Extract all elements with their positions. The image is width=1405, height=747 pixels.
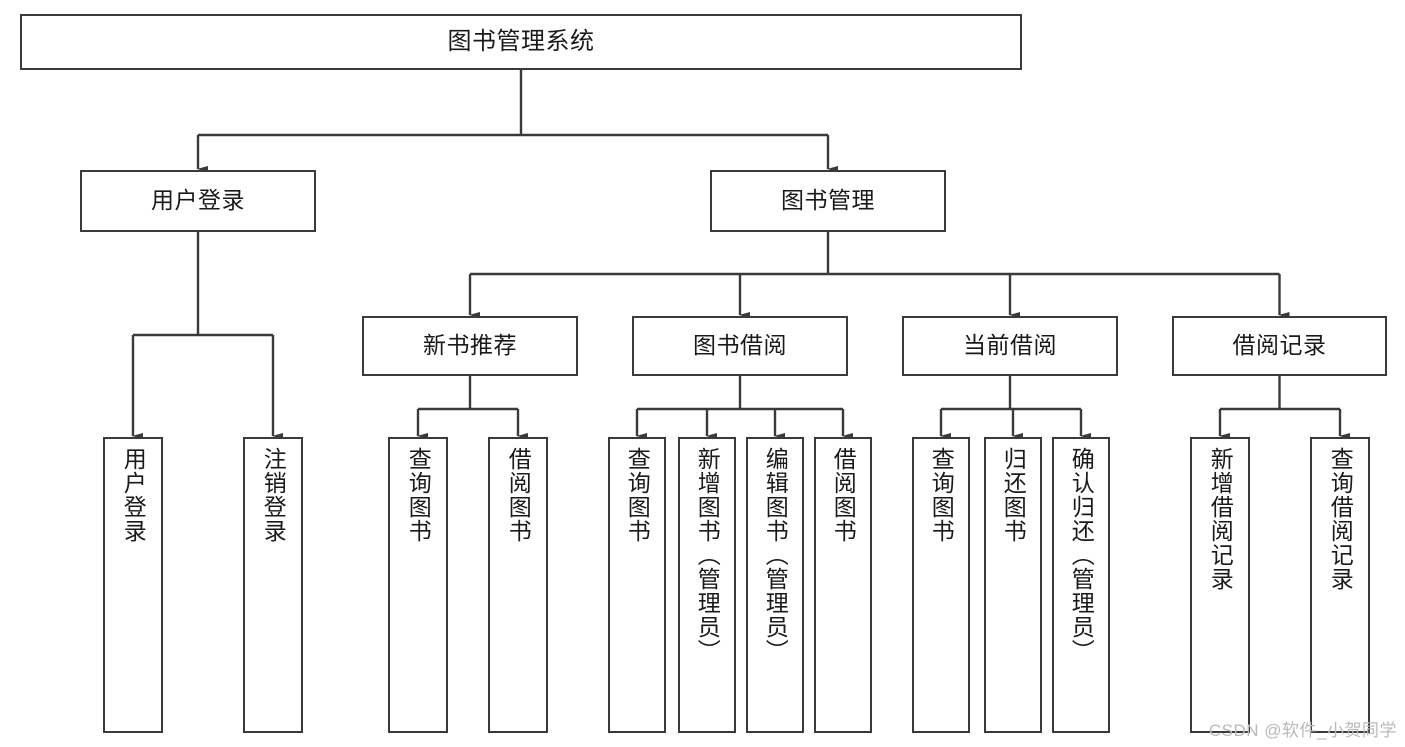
node-label: 当前借阅 [963,332,1057,359]
node-label: 用户登录 [120,447,147,543]
node-leaf-rec-borrow[interactable]: 借阅图书 [488,437,548,733]
node-label: 图书管理 [781,187,875,214]
node-leaf-bb-query[interactable]: 查询图书 [608,437,666,733]
node-label: 编辑图书（管理员） [762,447,789,663]
node-root[interactable]: 图书管理系统 [20,14,1022,70]
node-label: 查询借阅记录 [1327,447,1354,591]
node-label: 图书借阅 [693,332,787,359]
node-borrow-record[interactable]: 借阅记录 [1172,316,1387,376]
node-label: 确认归还（管理员） [1068,447,1095,663]
node-current-borrow[interactable]: 当前借阅 [902,316,1118,376]
node-leaf-rec-query[interactable]: 查询图书 [388,437,448,733]
node-label: 图书管理系统 [447,27,595,55]
node-label: 新书推荐 [423,332,517,359]
node-book-manage[interactable]: 图书管理 [710,170,946,232]
node-label: 新增图书（管理员） [694,447,721,663]
node-user-login[interactable]: 用户登录 [80,170,316,232]
node-new-book-rec[interactable]: 新书推荐 [362,316,578,376]
node-label: 借阅图书 [505,447,532,543]
node-leaf-cb-query[interactable]: 查询图书 [912,437,970,733]
node-leaf-user-login[interactable]: 用户登录 [103,437,163,733]
node-leaf-bb-add[interactable]: 新增图书（管理员） [678,437,736,733]
node-book-borrow[interactable]: 图书借阅 [632,316,848,376]
node-label: 查询图书 [405,447,432,543]
node-leaf-bb-edit[interactable]: 编辑图书（管理员） [746,437,804,733]
node-leaf-br-add[interactable]: 新增借阅记录 [1190,437,1250,733]
node-label: 借阅图书 [830,447,857,543]
node-label: 借阅记录 [1232,332,1327,359]
node-leaf-cb-return[interactable]: 归还图书 [984,437,1042,733]
node-leaf-user-logout[interactable]: 注销登录 [243,437,303,733]
node-label: 注销登录 [260,447,287,543]
node-leaf-cb-confirm[interactable]: 确认归还（管理员） [1052,437,1110,733]
node-label: 新增借阅记录 [1207,447,1234,591]
node-leaf-bb-borrow[interactable]: 借阅图书 [814,437,872,733]
node-leaf-br-query[interactable]: 查询借阅记录 [1310,437,1370,733]
node-label: 用户登录 [151,187,245,214]
node-label: 查询图书 [928,447,955,543]
node-label: 归还图书 [1000,447,1027,543]
node-label: 查询图书 [624,447,651,543]
